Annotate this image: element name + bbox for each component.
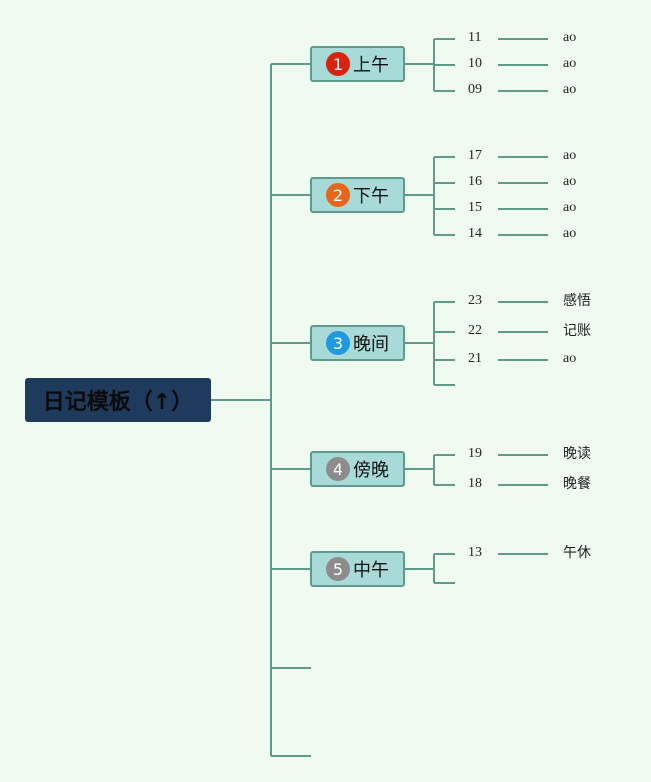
priority-badge-icon: 4 (326, 457, 350, 481)
leaf-subtopic-label[interactable]: 记账 (563, 323, 591, 339)
leaf-subtopic-label[interactable]: ao (563, 56, 577, 71)
leaf-subtopic-label[interactable]: 晚读 (563, 446, 591, 462)
branch-topic-label: 上午 (353, 55, 389, 76)
root-topic-label: 日记模板（↑） (42, 390, 194, 415)
leaf-subtopic-label[interactable]: 感悟 (563, 293, 591, 309)
leaf-topic-number[interactable]: 22 (468, 323, 482, 338)
leaf-topic-number[interactable]: 13 (468, 545, 482, 560)
leaf-topic-number[interactable]: 18 (468, 476, 482, 491)
branch-topic-label: 晚间 (353, 334, 389, 355)
leaf-subtopic-label[interactable]: 午休 (563, 545, 591, 561)
leaf-topic-number[interactable]: 23 (468, 293, 482, 308)
leaf-subtopic-label[interactable]: ao (563, 226, 577, 241)
priority-badge-icon: 2 (326, 183, 350, 207)
leaf-topic-number[interactable]: 10 (468, 56, 482, 71)
branch-topic-label: 中午 (353, 560, 389, 581)
priority-badge-icon: 5 (326, 557, 350, 581)
leaf-subtopic-label[interactable]: ao (563, 351, 577, 366)
priority-badge-icon: 3 (326, 331, 350, 355)
priority-badge-icon: 1 (326, 52, 350, 76)
leaf-topic-number[interactable]: 21 (468, 351, 482, 366)
leaf-subtopic-label[interactable]: ao (563, 30, 577, 45)
branch-topic-label: 下午 (353, 186, 389, 207)
leaf-topic-number[interactable]: 15 (468, 200, 482, 215)
branch-topic-label: 傍晚 (353, 460, 389, 481)
leaf-subtopic-label[interactable]: ao (563, 174, 577, 189)
leaf-topic-number[interactable]: 09 (468, 82, 482, 97)
leaf-topic-number[interactable]: 11 (468, 30, 482, 45)
leaf-topic-number[interactable]: 14 (468, 226, 482, 241)
leaf-topic-number[interactable]: 17 (468, 148, 482, 163)
leaf-subtopic-label[interactable]: ao (563, 200, 577, 215)
root-topic[interactable]: 日记模板（↑） (25, 378, 211, 422)
leaf-subtopic-label[interactable]: 晚餐 (563, 476, 591, 492)
leaf-subtopic-label[interactable]: ao (563, 148, 577, 163)
leaf-topic-number[interactable]: 16 (468, 174, 482, 189)
leaf-topic-number[interactable]: 19 (468, 446, 482, 461)
leaf-subtopic-label[interactable]: ao (563, 82, 577, 97)
